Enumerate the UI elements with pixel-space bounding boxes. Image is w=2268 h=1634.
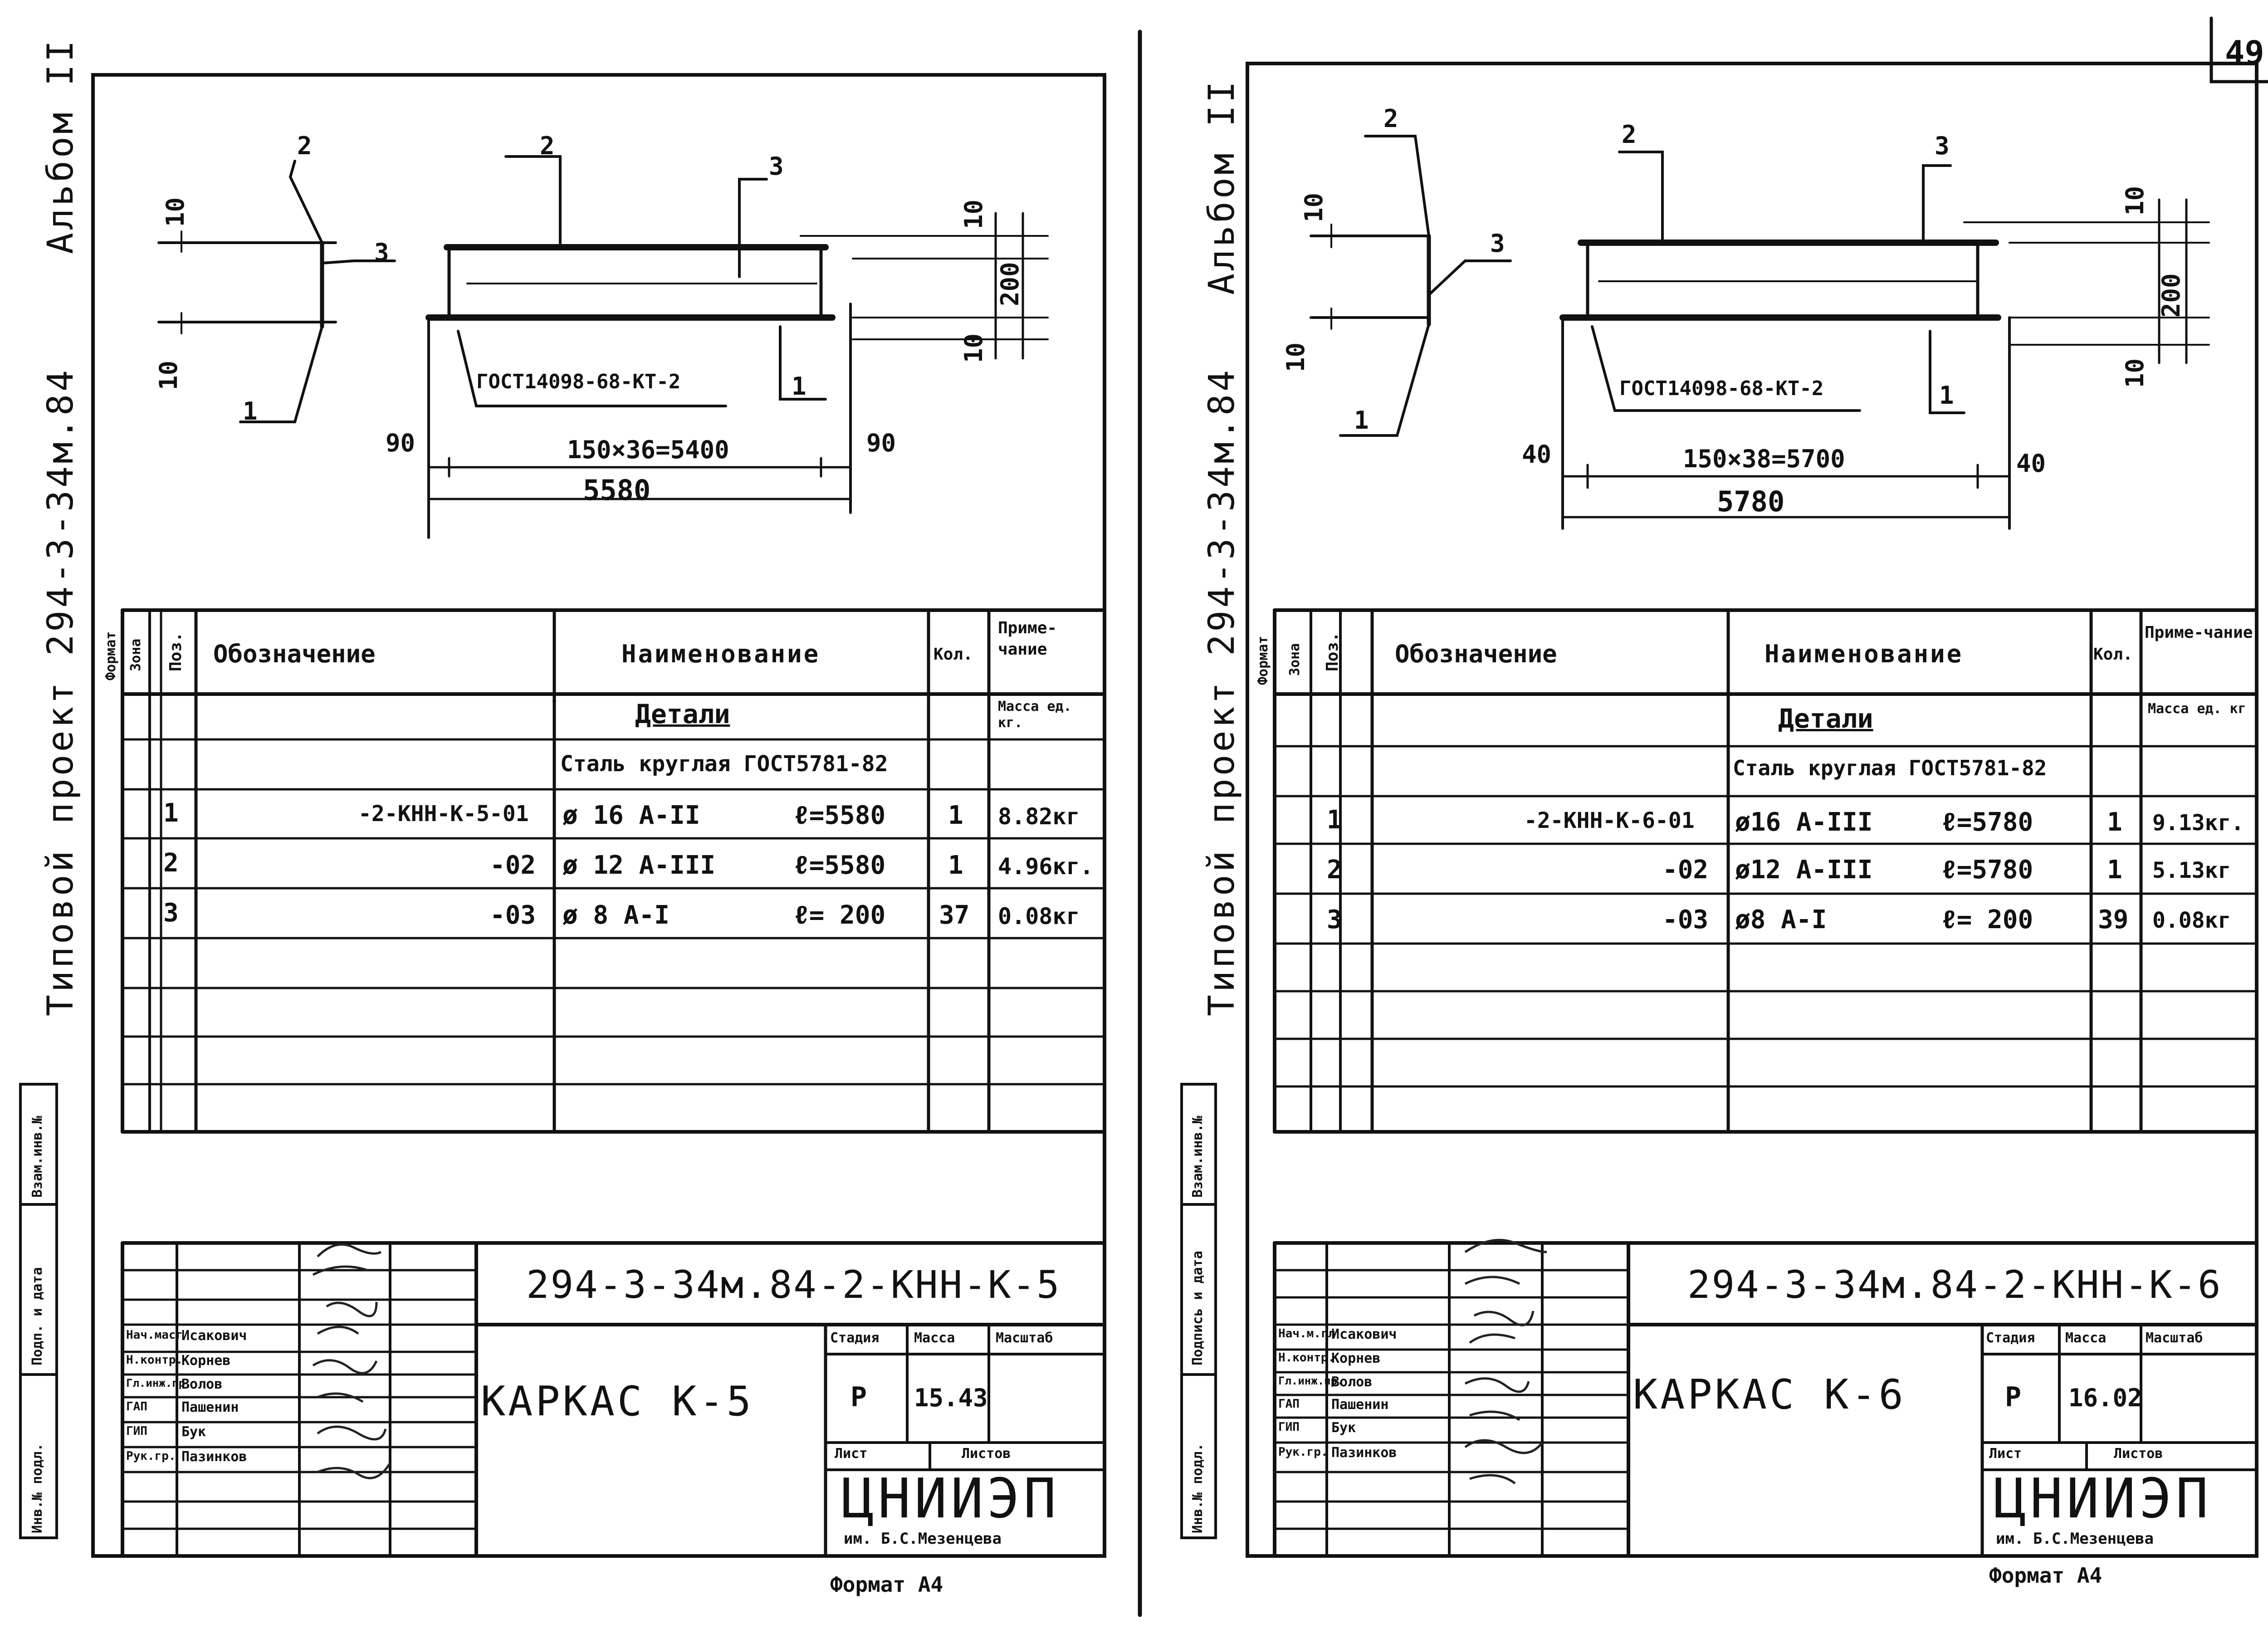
spec-header-designation: Обозначение — [213, 640, 376, 668]
section-title: Детали — [635, 699, 730, 729]
callout-3-elevation: 3 — [1935, 132, 1950, 160]
dim-height-bottom: 10 — [959, 333, 988, 363]
scale-label: Масштаб — [996, 1330, 1053, 1346]
stage-label: Стадия — [1986, 1330, 2035, 1346]
sheet-label: Лист — [835, 1446, 868, 1462]
dim-pitch-formula: 150×36=5400 — [567, 435, 729, 464]
dim-right-offset: 40 — [2016, 449, 2046, 478]
spec-header-format: Формат — [103, 631, 119, 680]
org-name: ЦНИИЭП — [1994, 1468, 2212, 1531]
dim-height-bottom: 10 — [2121, 358, 2149, 388]
spec-header-designation: Обозначение — [1395, 640, 1557, 668]
stamp-replace-inv: Взам.инв.№ — [29, 1115, 45, 1198]
callout-1-elevation: 1 — [1939, 381, 1954, 410]
album-label: Альбом II — [40, 38, 81, 254]
callout-1-elevation: 1 — [792, 372, 807, 401]
stamp-sign-date: Подп. и дата — [29, 1267, 45, 1365]
callout-2-elevation: 2 — [1622, 120, 1637, 149]
spec-header-zone: Зона — [128, 638, 144, 671]
callout-3-elevation: 3 — [769, 152, 784, 181]
weld-note: ГОСТ14098-68-КТ-2 — [476, 370, 681, 393]
spec-header-zone: Зона — [1287, 643, 1303, 676]
dim-left-offset: 40 — [1522, 440, 1552, 469]
callout-1-section: 1 — [243, 397, 258, 426]
callout-2-section: 2 — [297, 132, 312, 160]
doc-code: 294-3-34м.84-2-КНН-К-6 — [1687, 1262, 2222, 1307]
dim-rebar-gap-bottom: 10 — [154, 360, 183, 390]
mass-value: 16.02 — [2068, 1384, 2142, 1412]
org-name: ЦНИИЭП — [841, 1468, 1060, 1531]
format-note: Формат А4 — [1989, 1563, 2102, 1588]
spec-header-name: Наименование — [1765, 640, 1964, 668]
stage-value: Р — [2005, 1381, 2022, 1413]
dim-height-total: 200 — [2157, 273, 2185, 318]
stamp-replace-inv: Взам.инв.№ — [1190, 1115, 1206, 1198]
dim-height-top: 10 — [959, 199, 988, 229]
stamp-inv-original: Инв.№ подл. — [29, 1443, 45, 1533]
dim-rebar-gap-top: 10 — [1300, 192, 1328, 222]
mass-unit-note: Масса ед. кг — [2148, 701, 2246, 717]
weld-note: ГОСТ14098-68-КТ-2 — [1619, 377, 1824, 400]
dim-total-length: 5580 — [583, 474, 651, 507]
format-note: Формат А4 — [830, 1572, 943, 1597]
spec-header-format: Формат — [1255, 636, 1271, 685]
callout-2-elevation: 2 — [540, 132, 555, 160]
spec-header-pos: Поз. — [166, 632, 185, 671]
org-subtitle: им. Б.С.Мезенцева — [1996, 1530, 2154, 1548]
dim-right-offset: 90 — [866, 429, 896, 457]
dim-height-total: 200 — [996, 262, 1024, 306]
section-title: Детали — [1778, 703, 1873, 734]
stamp-inv-original: Инв.№ подл. — [1190, 1443, 1206, 1533]
mass-unit-note: Масса ед. кг. — [998, 699, 1072, 731]
dim-height-top: 10 — [2121, 186, 2149, 215]
stamp-sign-date: Подпись и дата — [1190, 1251, 1206, 1365]
org-subtitle: им. Б.С.Мезенцева — [844, 1530, 1002, 1548]
stage-value: Р — [850, 1381, 867, 1413]
sheets-label: Листов — [962, 1446, 1011, 1462]
dim-left-offset: 90 — [386, 429, 415, 457]
spec-header-qty: Кол. — [934, 645, 973, 664]
dim-total-length: 5780 — [1717, 485, 1785, 518]
dim-pitch-formula: 150×38=5700 — [1683, 445, 1845, 473]
spec-header-note: Приме-чание — [2145, 623, 2253, 642]
scale-label: Масштаб — [2146, 1330, 2203, 1346]
page-number: 49 — [2225, 34, 2264, 72]
dim-rebar-gap-bottom: 10 — [1281, 342, 1310, 372]
callout-3-section: 3 — [1490, 229, 1505, 258]
signature-scribbles — [312, 1238, 1547, 1485]
drawing-title: КАРКАС К-5 — [481, 1378, 754, 1425]
spec-header-pos: Поз. — [1323, 632, 1342, 671]
material-line: Сталь круглая ГОСТ5781-82 — [560, 751, 888, 777]
mass-label: Масса — [2065, 1330, 2107, 1346]
stage-label: Стадия — [830, 1330, 880, 1346]
album-label: Альбом II — [1202, 78, 1242, 295]
sheet-label: Лист — [1989, 1446, 2022, 1462]
spec-header-note: Приме-чание — [998, 619, 1057, 659]
callout-1-section: 1 — [1354, 406, 1369, 435]
side-project-label: Типовой проект 294-3-34м.84 — [40, 367, 81, 1016]
side-project-label: Типовой проект 294-3-34м.84 — [1202, 367, 1242, 1016]
sheets-label: Листов — [2114, 1446, 2163, 1462]
callout-2-section: 2 — [1383, 104, 1398, 133]
dim-rebar-gap-top: 10 — [161, 197, 190, 227]
drawing-title: КАРКАС К-6 — [1633, 1371, 1906, 1419]
doc-code: 294-3-34м.84-2-КНН-К-5 — [526, 1262, 1061, 1307]
callout-3-section: 3 — [374, 238, 389, 267]
spec-header-name: Наименование — [621, 640, 821, 668]
spec-header-qty: Кол. — [2093, 645, 2133, 664]
material-line: Сталь круглая ГОСТ5781-82 — [1733, 756, 2047, 780]
mass-value: 15.43 — [914, 1384, 988, 1412]
mass-label: Масса — [914, 1330, 955, 1346]
